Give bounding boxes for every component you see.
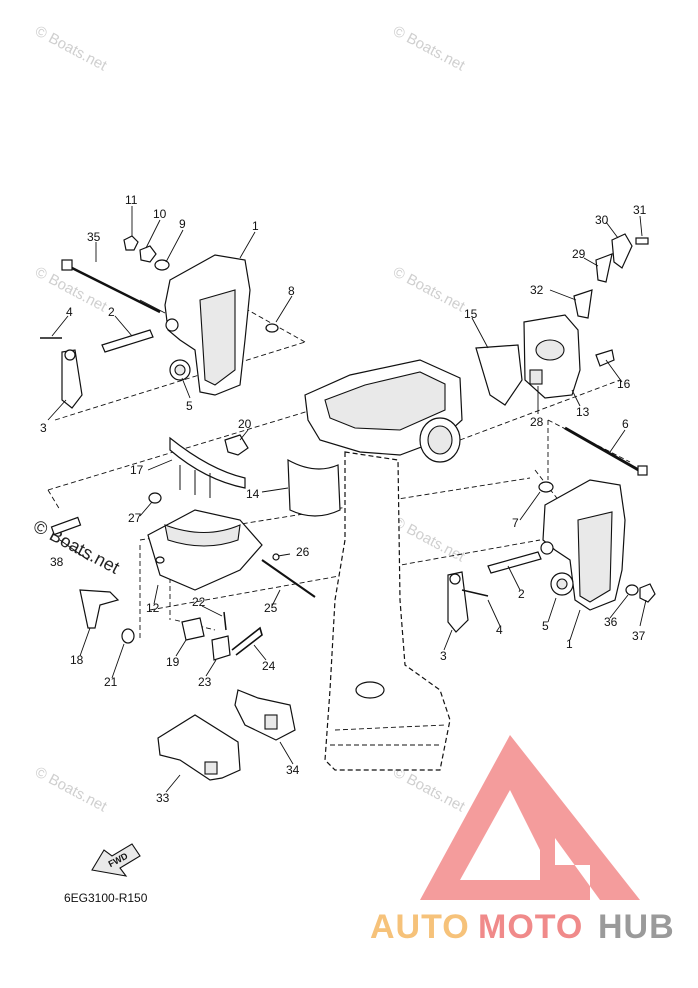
drawing-code: 6EG3100-R150 — [64, 891, 148, 905]
logo-text-auto: AUTO — [370, 908, 470, 946]
upper-casing — [304, 359, 463, 771]
logo-triangle-icon — [420, 735, 640, 900]
part-1-clamp-bracket-right — [447, 479, 656, 633]
callout-22: 22 — [192, 595, 206, 609]
callout-32: 32 — [530, 283, 544, 297]
logo-text-hub: HUB — [598, 908, 675, 946]
callout-36: 36 — [604, 615, 618, 629]
fwd-arrow: FWD — [91, 843, 141, 877]
automotohub-logo: AUTO MOTO HUB — [370, 735, 675, 946]
callout-4: 4 — [66, 305, 73, 319]
logo-text-moto: MOTO — [478, 908, 583, 946]
watermark: © Boats.net — [390, 514, 468, 566]
callout-26: 26 — [296, 545, 310, 559]
callout-15: 15 — [464, 307, 478, 321]
callout-31: 31 — [633, 203, 647, 217]
callout-16: 16 — [617, 377, 631, 391]
callout-13: 13 — [576, 405, 590, 419]
callout-28: 28 — [530, 415, 544, 429]
callout-4: 4 — [496, 623, 503, 637]
callout-10: 10 — [153, 207, 167, 221]
callout-2: 2 — [108, 305, 115, 319]
watermark: © Boats.net — [390, 23, 468, 75]
part-6-bolt — [564, 426, 648, 476]
leader-lines — [47, 206, 647, 793]
watermark: © Boats.net — [32, 764, 110, 816]
callout-38: 38 — [50, 555, 64, 569]
callout-3: 3 — [40, 421, 47, 435]
callout-21: 21 — [104, 675, 118, 689]
watermark: © Boats.net — [390, 764, 468, 816]
callout-5: 5 — [542, 619, 549, 633]
callout-24: 24 — [262, 659, 276, 673]
callout-35: 35 — [87, 230, 101, 244]
parts-14-17-20 — [169, 434, 341, 517]
callout-27: 27 — [128, 511, 142, 525]
part-1-clamp-bracket-left — [164, 254, 251, 396]
watermark: © Boats.net — [32, 23, 110, 75]
callout-25: 25 — [264, 601, 278, 615]
callout-23: 23 — [198, 675, 212, 689]
callout-9: 9 — [179, 217, 186, 231]
callout-37: 37 — [632, 629, 646, 643]
callout-11: 11 — [125, 193, 138, 207]
callout-29: 29 — [572, 247, 586, 261]
part-12-swivel-bracket — [147, 492, 316, 598]
callout-7: 7 — [512, 516, 519, 530]
callout-14: 14 — [246, 487, 260, 501]
callout-30: 30 — [595, 213, 609, 227]
upper-right-parts — [475, 233, 649, 406]
watermark: © Boats.net — [390, 264, 468, 316]
callouts: 11 10 9 1 35 8 4 2 5 3 30 31 29 32 15 16… — [40, 193, 647, 805]
callout-20: 20 — [238, 417, 252, 431]
part-35-bolt — [61, 259, 166, 314]
left-small-parts — [40, 323, 279, 409]
callout-1: 1 — [566, 637, 573, 651]
callout-3: 3 — [440, 649, 447, 663]
callout-34: 34 — [286, 763, 300, 777]
parts-19-22-23-24 — [181, 611, 263, 661]
parts-33-34 — [157, 689, 296, 781]
callout-5: 5 — [186, 399, 193, 413]
callout-1: 1 — [252, 219, 259, 233]
callout-18: 18 — [70, 653, 84, 667]
parts-18-21-38 — [50, 516, 135, 644]
callout-17: 17 — [130, 463, 144, 477]
callout-6: 6 — [622, 417, 629, 431]
callout-12: 12 — [146, 601, 160, 615]
callout-33: 33 — [156, 791, 170, 805]
callout-19: 19 — [166, 655, 180, 669]
callout-8: 8 — [288, 284, 295, 298]
parts-9-10-11 — [123, 235, 170, 271]
callout-2: 2 — [518, 587, 525, 601]
